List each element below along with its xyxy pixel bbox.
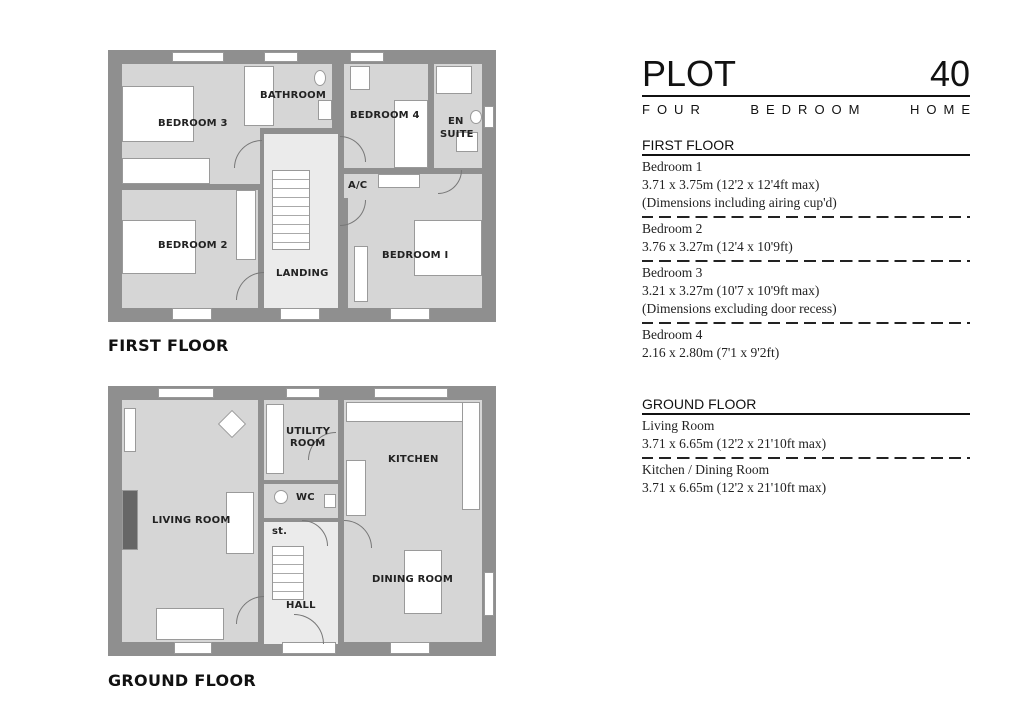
label-hall: HALL xyxy=(286,600,316,611)
plot-number: 40 xyxy=(929,53,970,94)
window xyxy=(374,388,448,398)
room-note: (Dimensions excluding door recess) xyxy=(642,301,837,316)
kitchen-counter-right xyxy=(462,402,480,510)
plot-subtitle: FOUR BEDROOM HOME xyxy=(642,102,970,117)
window xyxy=(172,308,212,320)
label-wc: WC xyxy=(296,492,315,503)
room-entry: Bedroom 4 2.16 x 2.80m (7'1 x 9'2ft) xyxy=(642,324,970,366)
room-entry: Bedroom 3 3.21 x 3.27m (10'7 x 10'9ft ma… xyxy=(642,262,970,322)
first-floor-heading: FIRST FLOOR xyxy=(642,137,970,156)
subtitle-word: FOUR xyxy=(642,102,707,117)
desk-bedroom-1 xyxy=(354,246,368,302)
window xyxy=(350,52,384,62)
label-ensuite-1: EN xyxy=(448,116,464,127)
wardrobe-bedroom-2 xyxy=(236,190,256,260)
window xyxy=(158,388,214,398)
toilet-wc xyxy=(274,490,288,504)
room-dimensions: 2.16 x 2.80m (7'1 x 9'2ft) xyxy=(642,345,780,360)
basin-bathroom xyxy=(318,100,332,120)
ground-floor-heading: GROUND FLOOR xyxy=(642,396,970,415)
dashed-divider xyxy=(642,457,970,459)
label-ensuite-2: SUITE xyxy=(440,129,474,140)
label-ac: A/C xyxy=(348,180,368,191)
bed-bedroom-2 xyxy=(122,220,196,274)
plot-label: PLOT xyxy=(642,53,737,94)
window xyxy=(390,308,430,320)
window xyxy=(286,388,320,398)
room-name: Bedroom 2 xyxy=(642,221,703,236)
label-dining-room: DINING ROOM xyxy=(372,574,454,585)
dashed-divider xyxy=(642,322,970,324)
sofa xyxy=(226,492,254,554)
window xyxy=(280,308,320,320)
room-entry: Living Room 3.71 x 6.65m (12'2 x 21'10ft… xyxy=(642,415,970,457)
kitchen-island xyxy=(346,460,366,516)
room-dimensions: 3.71 x 3.75m (12'2 x 12'4ft max) xyxy=(642,177,820,192)
plot-info-panel: PLOT 40 FOUR BEDROOM HOME FIRST FLOOR Be… xyxy=(642,55,970,501)
room-name: Living Room xyxy=(642,418,715,433)
header-rule xyxy=(642,95,970,97)
staircase-first-floor xyxy=(272,170,310,250)
label-landing: LANDING xyxy=(276,268,329,279)
staircase-ground-floor xyxy=(272,546,304,600)
first-floor-title: FIRST FLOOR xyxy=(108,336,229,355)
desk-bedroom-4 xyxy=(350,66,370,90)
window xyxy=(264,52,298,62)
label-kitchen: KITCHEN xyxy=(388,454,439,465)
label-utility-1: UTILITY xyxy=(286,426,331,437)
room-entry: Kitchen / Dining Room 3.71 x 6.65m (12'2… xyxy=(642,459,970,501)
label-living-room: LIVING ROOM xyxy=(152,515,231,526)
shower-ensuite xyxy=(436,66,472,94)
toilet-ensuite xyxy=(470,110,482,124)
room-name: Kitchen / Dining Room xyxy=(642,462,770,477)
bed-bedroom-1 xyxy=(414,220,482,276)
label-bedroom-3: BEDROOM 3 xyxy=(158,118,228,129)
room-dimensions: 3.71 x 6.65m (12'2 x 21'10ft max) xyxy=(642,436,827,451)
room-dimensions: 3.71 x 6.65m (12'2 x 21'10ft max) xyxy=(642,480,827,495)
bath xyxy=(244,66,274,126)
window xyxy=(484,106,494,128)
room-note: (Dimensions including airing cup'd) xyxy=(642,195,837,210)
window xyxy=(174,642,212,654)
label-bedroom-1: BEDROOM I xyxy=(382,250,449,261)
window xyxy=(484,572,494,616)
subtitle-word: HOME xyxy=(909,102,977,117)
ground-floor-title: GROUND FLOOR xyxy=(108,671,256,690)
dashed-divider xyxy=(642,260,970,262)
room-dimensions: 3.76 x 3.27m (12'4 x 10'9ft) xyxy=(642,239,793,254)
sofa xyxy=(156,608,224,640)
fireplace xyxy=(122,490,138,550)
basin-wc xyxy=(324,494,336,508)
dashed-divider xyxy=(642,216,970,218)
room-name: Bedroom 1 xyxy=(642,159,703,174)
first-floor-plan: BEDROOM 3 BATHROOM BEDROOM 4 EN SUITE A/… xyxy=(108,50,496,322)
dining-table xyxy=(404,550,442,614)
subtitle-word: BEDROOM xyxy=(750,102,867,117)
wardrobe-bedroom-1 xyxy=(378,174,420,188)
plot-header: PLOT 40 xyxy=(642,55,970,93)
bed-bedroom-4 xyxy=(394,100,428,168)
room-dimensions: 3.21 x 3.27m (10'7 x 10'9ft max) xyxy=(642,283,820,298)
utility-units xyxy=(266,404,284,474)
window xyxy=(172,52,224,62)
basin-ensuite xyxy=(456,132,478,152)
bed-bedroom-3 xyxy=(122,86,194,142)
room-name: Bedroom 4 xyxy=(642,327,703,342)
label-utility-2: ROOM xyxy=(290,438,326,449)
room-name: Bedroom 3 xyxy=(642,265,703,280)
label-store: st. xyxy=(272,526,288,537)
room-entry: Bedroom 2 3.76 x 3.27m (12'4 x 10'9ft) xyxy=(642,218,970,260)
room-entry: Bedroom 1 3.71 x 3.75m (12'2 x 12'4ft ma… xyxy=(642,156,970,216)
toilet-bathroom xyxy=(314,70,326,86)
wardrobe-bedroom-3 xyxy=(122,158,210,184)
media-unit xyxy=(124,408,136,452)
ground-floor-plan: UTILITY ROOM KITCHEN WC LIVING ROOM st. … xyxy=(108,386,496,656)
label-bathroom: BATHROOM xyxy=(260,90,327,101)
window xyxy=(390,642,430,654)
kitchen-counter-top xyxy=(346,402,480,422)
label-bedroom-2: BEDROOM 2 xyxy=(158,240,228,251)
label-bedroom-4: BEDROOM 4 xyxy=(350,110,420,121)
